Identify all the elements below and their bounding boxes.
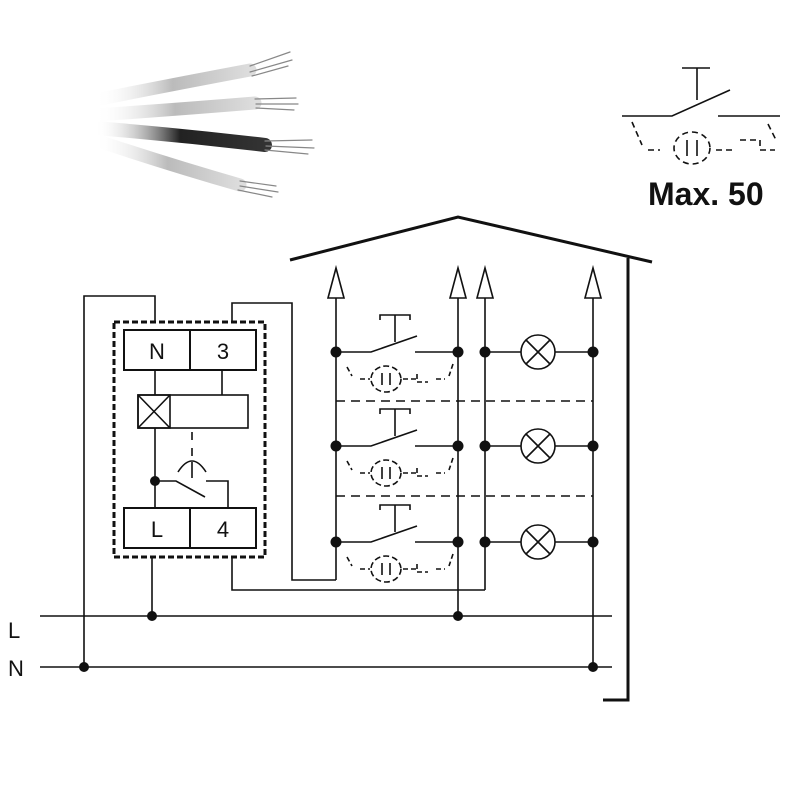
pushbutton-symbol: [622, 67, 780, 165]
junction-dot: [330, 536, 342, 548]
junction-dot: [587, 536, 599, 548]
line-bus-label: L: [8, 618, 20, 643]
max-devices-label: Max. 50: [648, 176, 764, 212]
pushbutton-switch: [336, 408, 458, 487]
pushbutton-switch: [336, 314, 458, 393]
terminal-3: 3: [217, 339, 229, 364]
junction-dot: [479, 536, 491, 548]
terminal-l: L: [151, 517, 163, 542]
cable-image: [88, 51, 315, 198]
lamp-icon: [485, 428, 593, 464]
junction-dot: [587, 346, 599, 358]
lamp-icon: [485, 334, 593, 370]
lamp-icon: [485, 524, 593, 560]
neutral-bus-label: N: [8, 656, 24, 681]
junction-dot: [330, 440, 342, 452]
junction-dot: [452, 440, 464, 452]
house-outline: [289, 215, 653, 702]
junction-dot: [330, 346, 342, 358]
pushbutton-switch: [336, 504, 458, 583]
terminal-n: N: [149, 339, 165, 364]
switch-lamp-row: [330, 504, 599, 583]
junction-dot: [452, 536, 464, 548]
switch-lamp-row: [330, 408, 599, 487]
junction-dot: [587, 440, 599, 452]
junction-dot: [479, 440, 491, 452]
switch-lamp-row: [330, 314, 599, 393]
junction-dot: [479, 346, 491, 358]
junction-dot: [452, 346, 464, 358]
terminal-4: 4: [217, 517, 229, 542]
relay-module: [112, 320, 267, 559]
vertical-buses: [326, 264, 603, 667]
